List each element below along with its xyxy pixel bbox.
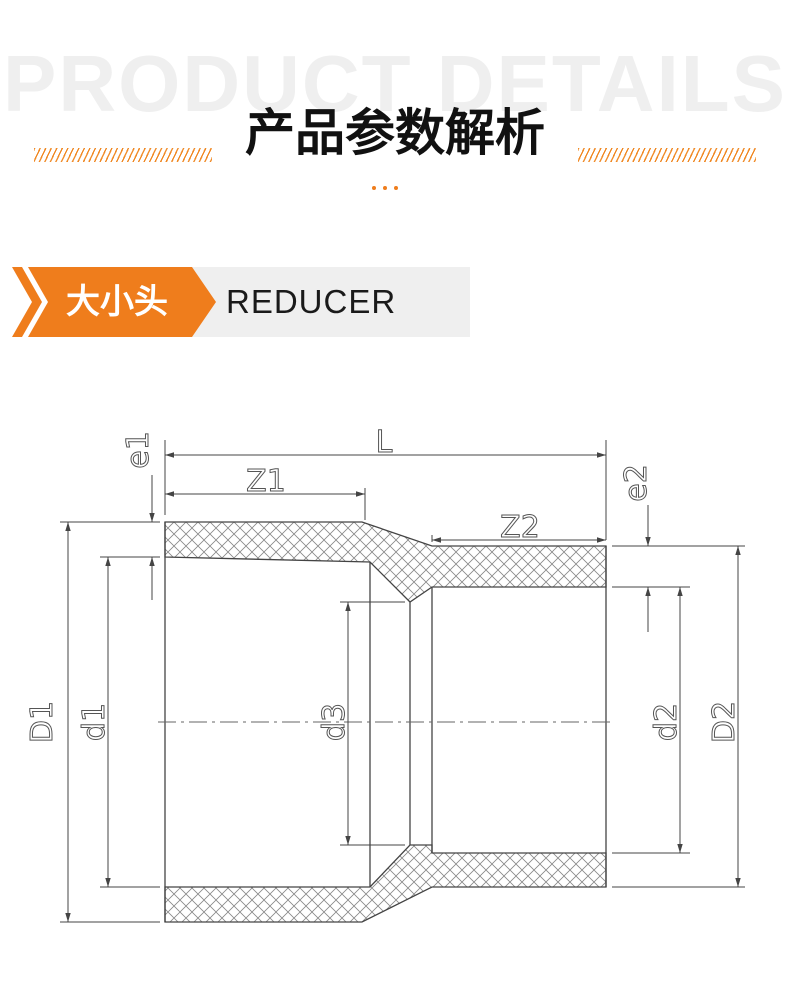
product-name-en: REDUCER [226, 283, 397, 320]
title-hatch-left [34, 148, 212, 162]
background-watermark-title: PRODUCT DETAILS [2, 39, 788, 128]
product-name-cn: 大小头 [66, 282, 168, 322]
product-banner: 大小头 REDUCER [0, 267, 470, 337]
reducer-diagram: L Z1 Z2 e1 e2 D1 d1 d3 d2 D2 [25, 425, 745, 923]
title-hatch-right [578, 148, 756, 162]
dimension-lines [65, 452, 741, 922]
label-d3: d3 [317, 703, 352, 741]
page-title: 产品参数解析 [245, 104, 545, 162]
pipe-wall-bottom [164, 844, 607, 923]
label-Z1: Z1 [246, 464, 286, 499]
label-L: L [376, 425, 393, 460]
title-dots [372, 186, 398, 190]
label-D1: D1 [25, 701, 60, 743]
label-D2: D2 [707, 701, 742, 743]
label-e1: e1 [121, 431, 156, 469]
banner-gray-background [190, 267, 470, 337]
banner-orange-stripe-icon [12, 267, 216, 337]
label-d1: d1 [77, 703, 112, 741]
pipe-wall-top [164, 521, 607, 603]
label-d2: d2 [649, 703, 684, 741]
label-Z2: Z2 [500, 510, 540, 545]
extension-lines [60, 440, 745, 923]
label-e2: e2 [619, 464, 654, 502]
